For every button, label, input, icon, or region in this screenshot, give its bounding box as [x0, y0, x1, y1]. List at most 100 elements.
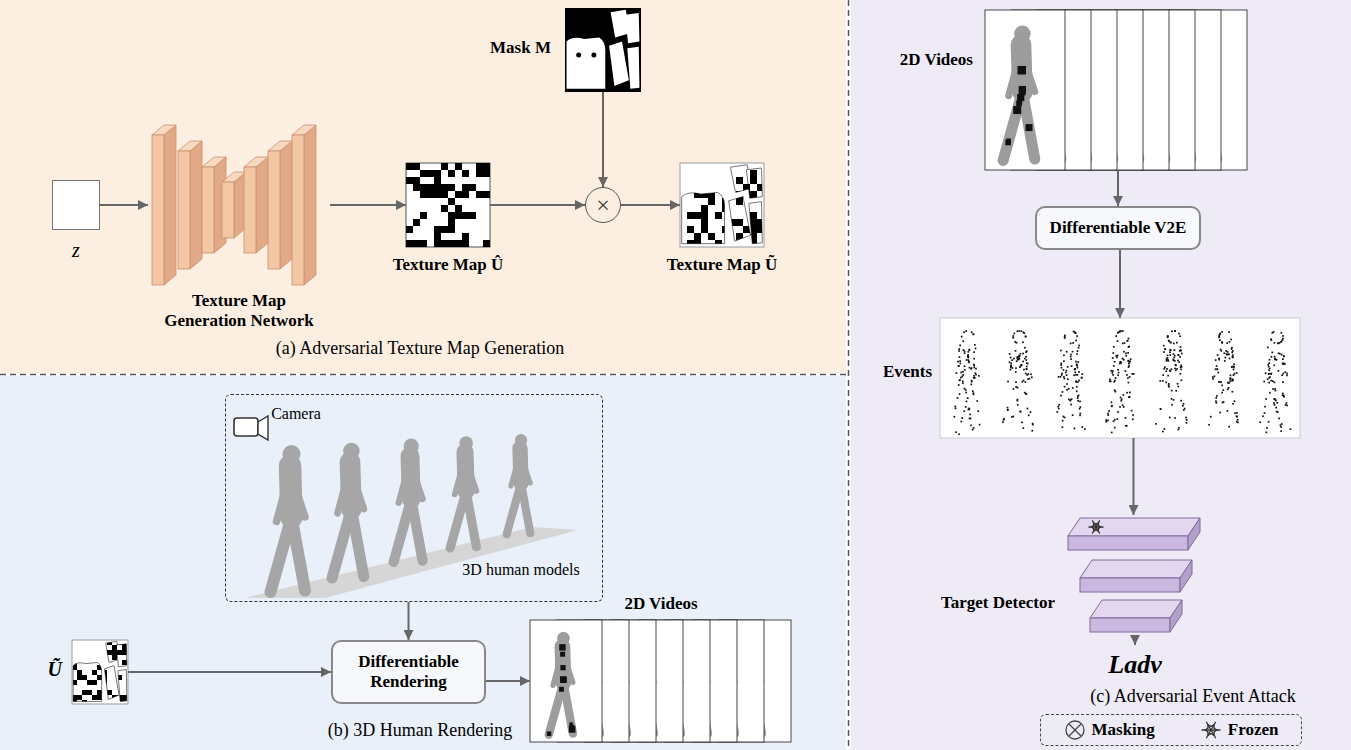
- event-dot: [1076, 386, 1078, 388]
- mask-image: [565, 8, 641, 92]
- body-part: [1022, 92, 1034, 159]
- body-part: [290, 472, 305, 517]
- event-dot: [1229, 341, 1231, 343]
- texture-cell: [77, 670, 82, 675]
- event-dot: [1265, 431, 1267, 433]
- texture-cell: [72, 695, 77, 700]
- snowflake-branch: [1098, 523, 1099, 525]
- event-dot: [1007, 381, 1009, 383]
- event-dot: [1278, 370, 1280, 372]
- event-dot: [1234, 412, 1236, 414]
- texture-cell: [127, 665, 128, 670]
- event-dot: [1264, 406, 1266, 408]
- event-dot: [1060, 395, 1062, 397]
- human-figure: [332, 443, 364, 578]
- event-dot: [1170, 370, 1172, 372]
- generator-network: Texture Map Generation Network: [148, 125, 330, 285]
- event-dot: [1217, 354, 1219, 356]
- event-dot: [1062, 420, 1064, 422]
- event-dot: [958, 384, 960, 386]
- head: [283, 445, 301, 463]
- event-dot: [1113, 346, 1115, 348]
- event-dot: [1282, 363, 1284, 365]
- texture-cell: [701, 191, 708, 198]
- layer-side: [256, 157, 268, 253]
- event-dot: [1031, 376, 1033, 378]
- arrow-connector: [1133, 438, 1135, 515]
- texture-cell: [736, 219, 743, 226]
- event-dot: [1217, 368, 1219, 370]
- event-dot: [968, 349, 970, 351]
- texture-cell: [406, 177, 413, 184]
- event-dot: [1027, 408, 1029, 410]
- event-dot: [1105, 421, 1107, 423]
- event-dot: [1126, 374, 1128, 376]
- event-dot: [1062, 426, 1064, 428]
- event-dot: [964, 369, 966, 371]
- event-dot: [1129, 376, 1131, 378]
- event-dot: [1081, 373, 1083, 375]
- event-dot: [1269, 368, 1271, 370]
- event-dot: [1263, 381, 1265, 383]
- event-dot: [1185, 417, 1187, 419]
- camera-body: [234, 418, 258, 436]
- event-dot: [1021, 422, 1023, 424]
- layer-front: [1068, 536, 1188, 550]
- texture-cell: [448, 170, 455, 177]
- event-dot: [1174, 349, 1176, 351]
- texture-cell: [687, 212, 694, 219]
- event-dot: [1127, 340, 1129, 342]
- event-dot: [1010, 366, 1012, 368]
- event-dot: [1171, 330, 1173, 332]
- frozen-symbol: [1200, 719, 1222, 741]
- mask-ground: [565, 8, 641, 92]
- event-dot: [1122, 358, 1124, 360]
- texture-cell: [82, 700, 87, 704]
- symbol-cross: [1069, 724, 1081, 736]
- event-dot: [1078, 347, 1080, 349]
- body-part: [410, 461, 423, 499]
- event-dot: [1116, 418, 1118, 420]
- event-dot: [1171, 398, 1173, 400]
- event-dot: [1105, 419, 1107, 421]
- texture-ground: [680, 163, 764, 247]
- video-frame: [985, 10, 1065, 170]
- event-dot: [1160, 408, 1162, 410]
- body-part: [521, 483, 530, 533]
- event-dot: [1012, 337, 1014, 339]
- texture-cell: [441, 226, 448, 233]
- label-text: Differentiable Rendering: [333, 652, 484, 693]
- event-dot: [965, 392, 967, 394]
- event-dot: [959, 379, 961, 381]
- event-dot: [1017, 387, 1019, 389]
- texture-cell: [441, 240, 448, 247]
- event-dot: [1128, 346, 1130, 348]
- event-dot: [1026, 393, 1028, 395]
- texture-cell: [72, 700, 77, 704]
- event-dot: [1280, 424, 1282, 426]
- event-dot: [1078, 380, 1080, 382]
- texture-cell: [107, 650, 112, 655]
- event-dot: [1075, 361, 1077, 363]
- event-dot: [1007, 407, 1009, 409]
- head: [343, 443, 360, 460]
- texture-cell: [729, 219, 736, 226]
- event-dot: [1076, 363, 1078, 365]
- video-frame: [530, 620, 602, 742]
- event-dot: [1133, 373, 1135, 375]
- event-dot: [1117, 355, 1119, 357]
- label-text: (a) Adversarial Texture Map Generation: [276, 338, 564, 359]
- event-dot: [1022, 361, 1024, 363]
- texture-cell: [406, 226, 413, 233]
- event-dot: [1026, 362, 1028, 364]
- event-dot: [1030, 411, 1032, 413]
- event-dot: [1236, 421, 1238, 423]
- event-dot: [970, 368, 972, 370]
- texture-cell: [750, 177, 757, 184]
- scene-box: Camera3D human models: [225, 394, 603, 602]
- masked-texture: [72, 640, 128, 704]
- event-dot: [957, 361, 959, 363]
- human-figure: [507, 434, 530, 534]
- event-dot: [1060, 376, 1062, 378]
- event-dot: [968, 408, 970, 410]
